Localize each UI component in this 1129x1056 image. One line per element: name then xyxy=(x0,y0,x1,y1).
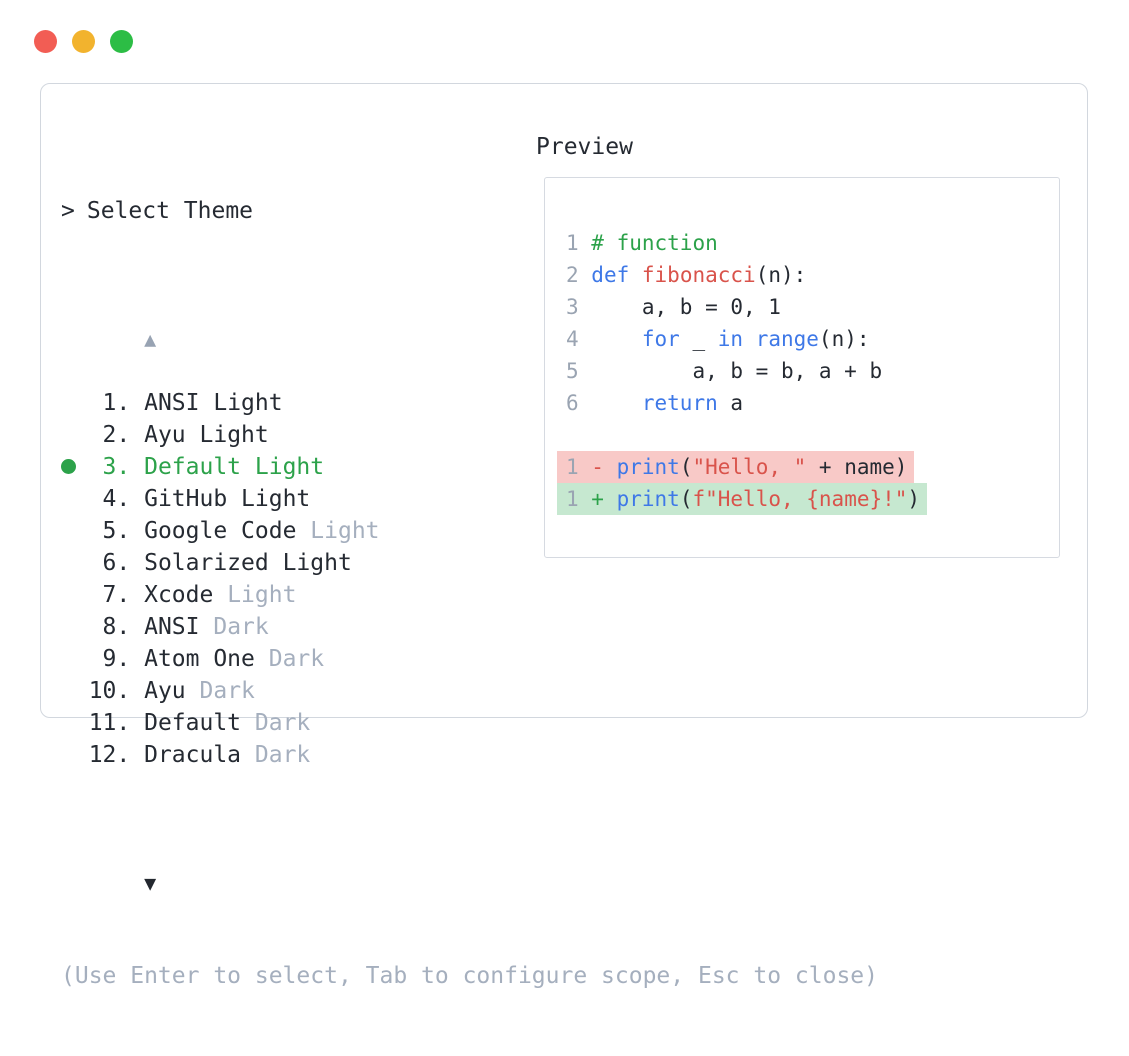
theme-list-item[interactable]: 9. Atom One Dark xyxy=(61,646,325,672)
theme-picker-panel: > Select Theme ▲ 1. ANSI Light 2. Ayu Li… xyxy=(40,83,1088,989)
scroll-up-icon[interactable]: ▲ xyxy=(144,327,157,351)
theme-list-item[interactable]: 6. Solarized Light xyxy=(61,550,352,576)
preview-pane: 1 # function 2 def fibonacci(n): 3 a, b = … xyxy=(544,177,1060,558)
theme-list-item[interactable]: 12. Dracula Dark xyxy=(61,742,311,768)
code-line: 3 a, b = 0, 1 xyxy=(566,295,781,319)
scroll-down-icon[interactable]: ▼ xyxy=(144,871,157,895)
theme-list-item[interactable]: 8. ANSI Dark xyxy=(61,614,269,640)
page-title: Select Theme xyxy=(86,198,254,224)
minimize-button[interactable] xyxy=(72,30,95,53)
theme-list-item[interactable]: 1. ANSI Light xyxy=(61,390,283,416)
theme-list-item[interactable]: 7. Xcode Light xyxy=(61,582,297,608)
code-line: 2 def fibonacci(n): xyxy=(566,263,807,287)
code-line: 5 a, b = b, a + b xyxy=(566,359,883,383)
theme-list-item[interactable]: 2. Ayu Light xyxy=(61,422,269,448)
traffic-lights xyxy=(34,30,133,53)
close-button[interactable] xyxy=(34,30,57,53)
theme-list: 1. ANSI Light 2. Ayu Light 3. Default Li… xyxy=(61,387,878,771)
zoom-button[interactable] xyxy=(110,30,133,53)
code-block: 1 # function 2 def fibonacci(n): 3 a, b = … xyxy=(545,178,1059,515)
diff-line-removed: 1 - print("Hello, " + name) xyxy=(557,451,1059,483)
code-line: 6 return a xyxy=(566,391,744,415)
code-line xyxy=(566,419,1059,451)
preview-label: Preview xyxy=(536,134,633,160)
theme-list-item[interactable]: 10. Ayu Dark xyxy=(61,678,255,704)
selected-dot-icon xyxy=(61,459,76,474)
theme-list-item[interactable]: 3. Default Light xyxy=(61,454,325,480)
prompt-row: > Select Theme xyxy=(61,195,878,227)
theme-list-item[interactable]: 11. Default Dark xyxy=(61,710,311,736)
code-line: 4 for _ in range(n): xyxy=(566,327,870,351)
theme-list-item[interactable]: 4. GitHub Light xyxy=(61,486,311,512)
code-line: 1 # function xyxy=(566,231,718,255)
theme-list-item[interactable]: 5. Google Code Light xyxy=(61,518,380,544)
footer-hint: (Use Enter to select, Tab to configure s… xyxy=(61,963,878,989)
prompt-marker: > xyxy=(61,198,75,224)
diff-line-added: 1 + print(f"Hello, {name}!") xyxy=(557,483,1059,515)
app-window: { "colors": { "dark": "#252a32", "muted"… xyxy=(34,30,1088,989)
